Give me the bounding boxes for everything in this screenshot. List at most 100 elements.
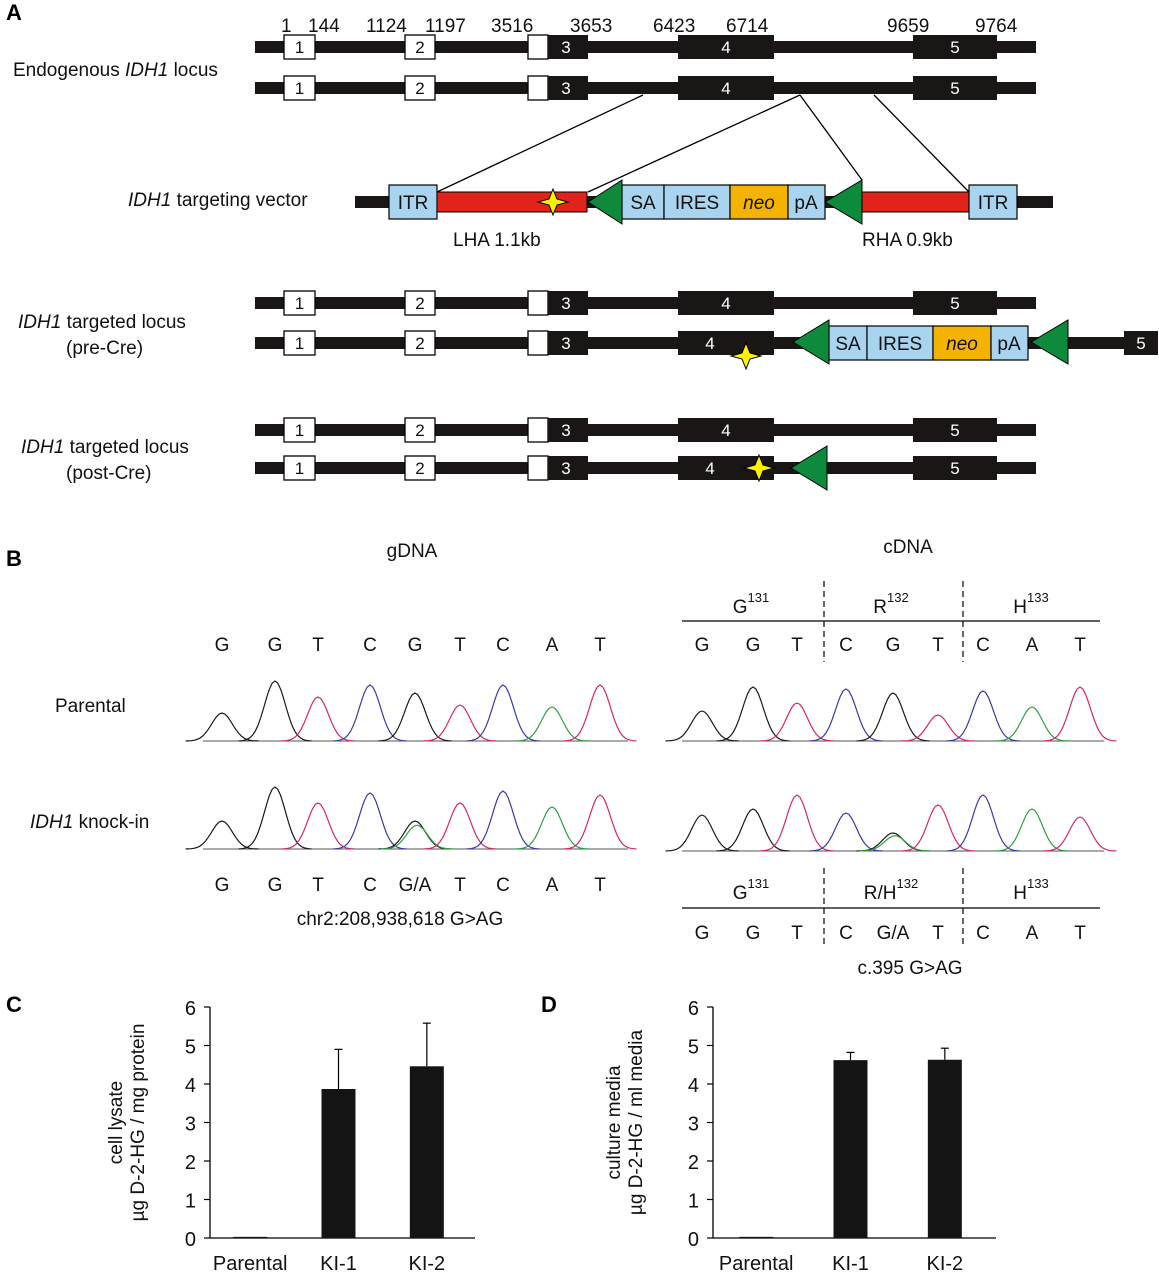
trace-peak (946, 794, 1020, 852)
gdna-bottom-base: G (268, 875, 283, 896)
gdna-title: gDNA (387, 541, 438, 562)
pa-box-pre-cre (990, 325, 1029, 361)
cdna-bottom-base: G/A (877, 923, 910, 944)
exon-number: 3 (561, 79, 570, 98)
exon-3-coding (548, 76, 588, 100)
right-homology-arm (861, 191, 970, 213)
trace-peak (281, 696, 355, 742)
neo-label-pre-cre: neo (946, 334, 978, 355)
bar-ki-1 (833, 1060, 868, 1238)
y-tick-label: 6 (688, 998, 699, 1020)
loxp-pre-cre-left-icon (792, 319, 830, 365)
coord-6423: 6423 (653, 16, 695, 37)
lha-label: LHA 1.1kb (453, 230, 541, 251)
exon-number: 2 (415, 459, 424, 478)
label-targeting-vector: IDH1 targeting vector (128, 190, 308, 211)
cdna-bottom-base: A (1026, 923, 1039, 944)
y-tick-label: 4 (185, 1075, 196, 1097)
targeting-vector: ITR SA IRES neo pA ITR LHA 1.1kb RHA 0.9… (355, 179, 1053, 251)
exon-5 (1124, 331, 1158, 355)
panel-label-c: C (6, 992, 22, 1017)
rha-label: RHA 0.9kb (862, 230, 953, 251)
y-tick-label: 4 (688, 1075, 699, 1097)
y-tick-label: 1 (688, 1191, 699, 1213)
mutation-star-pre-cre-icon (729, 341, 763, 371)
exon-1 (283, 75, 316, 101)
panel-label-a: A (6, 0, 22, 25)
sa-box-pre-cre (828, 325, 868, 361)
mutation-star-icon (536, 187, 570, 217)
cdna-top-base: G (746, 635, 761, 656)
ires-box-pre-cre (866, 325, 934, 361)
exon-number: 4 (705, 459, 714, 478)
exon-number: 2 (415, 294, 424, 313)
coord-1197: 1197 (425, 16, 466, 37)
cdna-top-base: G (886, 635, 901, 656)
y-tick-label: 1 (185, 1191, 196, 1213)
trace-peak (515, 706, 589, 742)
codon-g131-top: G131 (733, 590, 769, 618)
exon-number: 5 (950, 421, 959, 440)
gdna-top-base: G (215, 635, 230, 656)
homology-lines (436, 94, 970, 193)
exon-2 (404, 290, 436, 316)
exon-number: 4 (721, 421, 730, 440)
coord-1: 1 (281, 16, 292, 37)
y-tick-label: 2 (185, 1152, 196, 1174)
post-cre-features (742, 445, 828, 491)
exon-number: 5 (950, 459, 959, 478)
ires-box (663, 184, 731, 220)
cdna-top-base: T (1074, 635, 1086, 656)
itr-right (968, 184, 1018, 220)
y-axis-label: culture mediaµg D-2-HG / ml media (604, 1029, 647, 1215)
y-tick-label: 6 (185, 998, 196, 1020)
trace-gdna-parental (185, 680, 637, 742)
y-tick-label: 0 (185, 1229, 196, 1251)
exon-5 (913, 456, 997, 480)
exon-4 (678, 331, 774, 355)
coord-3516: 3516 (491, 16, 533, 37)
trace-peak (809, 688, 883, 742)
loxp-post-cre-icon (790, 445, 828, 491)
codon-h133-bottom: H133 (1013, 876, 1048, 904)
exon-5 (913, 418, 997, 442)
trace-peak (281, 802, 355, 850)
cdna-bottom-base: T (1074, 923, 1086, 944)
gdna-top-base: T (454, 635, 466, 656)
exon-3 (527, 290, 549, 316)
exon-number: 3 (561, 421, 570, 440)
cdna-top-base: T (932, 635, 944, 656)
coord-6714: 6714 (726, 16, 769, 37)
trace-peak (1043, 686, 1117, 742)
exon-number: 4 (721, 38, 730, 57)
itr-left-label: ITR (398, 193, 429, 214)
gdna-top-base: G (268, 635, 283, 656)
pa-label: pA (794, 193, 818, 214)
exon-number: 1 (295, 79, 304, 98)
y-tick-label: 3 (688, 1114, 699, 1136)
gdna-top-base: C (496, 635, 510, 656)
pa-label-pre-cre: pA (997, 334, 1021, 355)
trace-peak (380, 824, 454, 850)
cdna-top-base: T (791, 635, 803, 656)
x-tick-label: KI-2 (926, 1253, 963, 1275)
trace-peak (423, 802, 497, 850)
sa-label: SA (630, 193, 656, 214)
trace-peak (423, 704, 497, 742)
parental-label: Parental (55, 696, 126, 717)
exon-number: 3 (561, 294, 570, 313)
itr-left (388, 184, 438, 220)
exon-number: 1 (295, 294, 304, 313)
trace-peak (333, 792, 407, 850)
codon-g131-bottom: G131 (733, 876, 769, 904)
mutation-star-post-cre-icon (742, 453, 776, 483)
gdna-top-base: T (594, 635, 606, 656)
locus-backbone (255, 424, 1036, 436)
codon-h133-top: H133 (1013, 590, 1048, 618)
neo-label: neo (743, 193, 775, 214)
